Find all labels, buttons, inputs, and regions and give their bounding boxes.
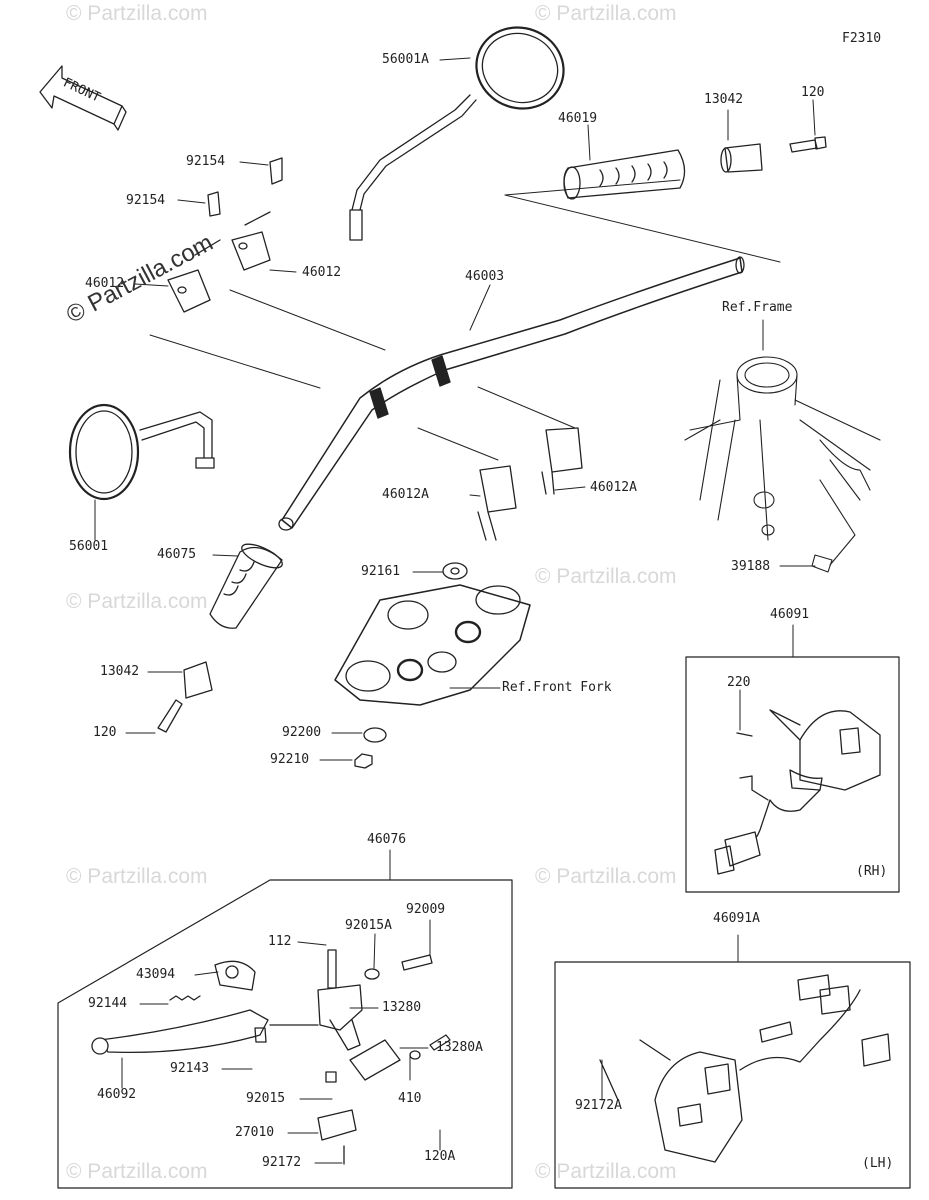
leader-lines: [94, 57, 816, 1164]
lh-switch: [599, 974, 891, 1163]
frame-reference: [684, 356, 881, 573]
part-46012A-left[interactable]: 46012A: [382, 487, 429, 502]
part-92200[interactable]: 92200: [282, 725, 322, 740]
part-92161[interactable]: 92161: [361, 564, 401, 579]
part-46019[interactable]: 46019: [558, 111, 598, 126]
washer-92161: [442, 562, 468, 580]
part-13042-left[interactable]: 13042: [100, 664, 140, 679]
bar-end-weight-left: [183, 661, 213, 699]
part-27010[interactable]: 27010: [235, 1125, 275, 1140]
part-220[interactable]: 220: [727, 675, 751, 690]
grip-right: [563, 149, 686, 200]
part-46076[interactable]: 46076: [367, 832, 407, 847]
lever-group-box: [57, 879, 513, 1189]
rh-label: (RH): [856, 864, 888, 879]
part-92015A[interactable]: 92015A: [345, 918, 392, 933]
part-46091[interactable]: 46091: [770, 607, 810, 622]
part-92172A[interactable]: 92172A: [575, 1098, 622, 1113]
rh-switch: [714, 709, 881, 875]
part-120-left[interactable]: 120: [93, 725, 117, 740]
watermark: © Partzilla.com: [66, 590, 208, 613]
bolt-right: [789, 139, 818, 153]
ref-frame: Ref.Frame: [722, 300, 793, 315]
part-120A[interactable]: 120A: [424, 1149, 456, 1164]
part-92154-lower[interactable]: 92154: [126, 193, 166, 208]
front-fork-bracket: [334, 584, 531, 706]
part-92144[interactable]: 92144: [88, 996, 128, 1011]
clutch-lever-assembly: [91, 949, 451, 1165]
mirror-left: [68, 403, 215, 501]
part-92210[interactable]: 92210: [270, 752, 310, 767]
part-56001A[interactable]: 56001A: [382, 52, 429, 67]
watermark: © Partzilla.com: [66, 865, 208, 888]
watermark: © Partzilla.com: [535, 1160, 677, 1183]
part-92015[interactable]: 92015: [246, 1091, 286, 1106]
watermark: © Partzilla.com: [66, 2, 208, 25]
part-410[interactable]: 410: [398, 1091, 422, 1106]
lh-switch-box: [554, 961, 911, 1189]
part-56001[interactable]: 56001: [69, 539, 109, 554]
upper-holder-left: [167, 157, 283, 313]
part-13280[interactable]: 13280: [382, 1000, 422, 1015]
part-46012A-right[interactable]: 46012A: [590, 480, 637, 495]
watermark: © Partzilla.com: [535, 865, 677, 888]
part-13280A[interactable]: 13280A: [436, 1040, 483, 1055]
part-46012-left[interactable]: 46012: [85, 276, 125, 291]
watermark: © Partzilla.com: [66, 1160, 208, 1183]
diagram-code: F2310: [842, 31, 882, 46]
ref-front-fork: Ref.Front Fork: [502, 680, 612, 695]
part-92143[interactable]: 92143: [170, 1061, 210, 1076]
nut-92210: [354, 753, 373, 769]
part-13042-right[interactable]: 13042: [704, 92, 744, 107]
part-46091A[interactable]: 46091A: [713, 911, 760, 926]
part-46075[interactable]: 46075: [157, 547, 197, 562]
handlebar: [278, 256, 745, 531]
part-112[interactable]: 112: [268, 934, 292, 949]
part-46003[interactable]: 46003: [465, 269, 505, 284]
bar-end-weight-right: [724, 143, 763, 173]
part-43094[interactable]: 43094: [136, 967, 176, 982]
part-92154-upper[interactable]: 92154: [186, 154, 226, 169]
lower-holder: [477, 427, 583, 541]
part-92009[interactable]: 92009: [406, 902, 446, 917]
lh-label: (LH): [862, 1156, 894, 1171]
part-46012-right[interactable]: 46012: [302, 265, 342, 280]
watermark: © Partzilla.com: [535, 2, 677, 25]
part-92172[interactable]: 92172: [262, 1155, 302, 1170]
watermark: © Partzilla.com: [535, 565, 677, 588]
mirror-right: [349, 26, 565, 241]
front-arrow-icon: FRONT: [39, 65, 127, 131]
part-120-right[interactable]: 120: [801, 85, 825, 100]
grip-left: [209, 543, 283, 629]
washer-92200: [363, 727, 387, 743]
part-39188[interactable]: 39188: [731, 559, 771, 574]
part-46092[interactable]: 46092: [97, 1087, 137, 1102]
bolt-left: [157, 699, 183, 733]
